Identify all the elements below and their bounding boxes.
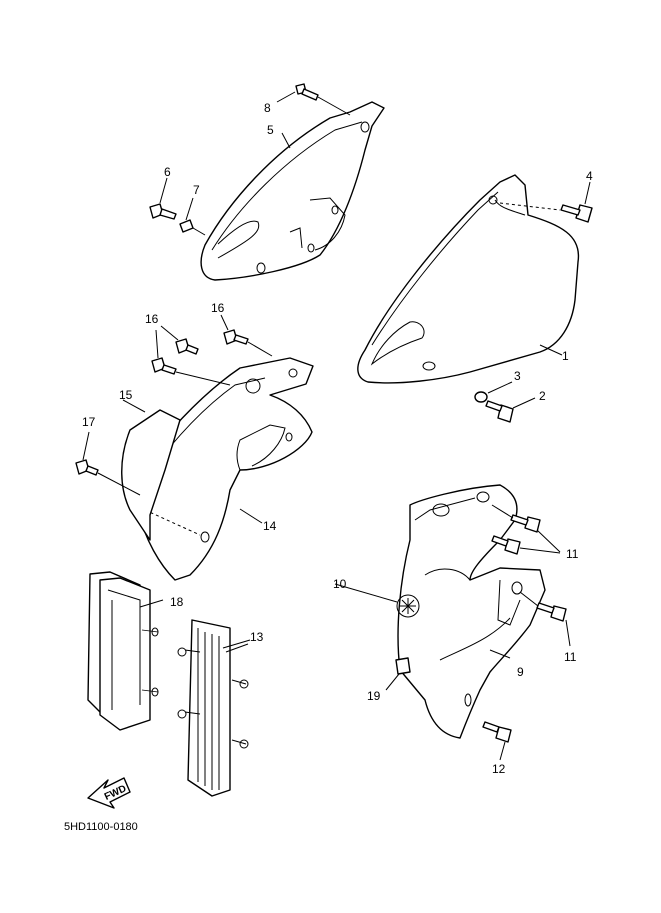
callout-4: 4	[586, 169, 593, 183]
callouts: 1 2 3 4 5 6 7 8 9 10 11 11 12 13 14 15 1…	[82, 101, 593, 776]
part-5-side-cover-upper	[200, 101, 385, 281]
callout-11-upper: 11	[566, 547, 579, 561]
callout-6: 6	[164, 165, 171, 179]
callout-11-lower: 11	[564, 650, 577, 664]
callout-8: 8	[264, 101, 271, 115]
callout-18: 18	[170, 595, 184, 609]
callout-9: 9	[517, 665, 524, 679]
part-3-collar	[474, 381, 513, 403]
callout-13: 13	[250, 630, 264, 644]
callout-19: 19	[367, 689, 381, 703]
part-18-radiator-guard	[87, 571, 164, 731]
part-9-side-cover-lower	[334, 484, 546, 739]
part-1-side-cover	[357, 174, 580, 384]
callout-3: 3	[514, 369, 521, 383]
part-13-radiator-louver	[177, 619, 249, 797]
part-16-bolt-lower	[151, 329, 231, 386]
part-6-bolt	[149, 177, 177, 220]
callout-16-right: 16	[211, 301, 225, 315]
part-12-bolt	[482, 721, 512, 761]
callout-5: 5	[267, 123, 274, 137]
callout-14: 14	[263, 519, 277, 533]
leader-lines	[222, 132, 563, 659]
callout-15: 15	[119, 388, 133, 402]
part-8-bolt	[276, 83, 351, 116]
part-2-bolt	[485, 397, 536, 423]
part-15-scoop-panel	[121, 399, 181, 541]
forward-arrow-icon: FWD	[87, 777, 131, 809]
part-4-bolt	[560, 181, 593, 223]
callout-12: 12	[492, 762, 506, 776]
part-17-bolt	[75, 431, 141, 496]
part-19-clip	[385, 657, 411, 691]
part-11-bolt-upper	[491, 504, 541, 533]
callout-17: 17	[82, 415, 96, 429]
callout-2: 2	[539, 389, 546, 403]
drawing-code: 5HD1100-0180	[64, 821, 138, 833]
part-16-bolt-upper	[220, 314, 273, 357]
callout-16-left: 16	[145, 312, 159, 326]
part-14-radiator-scoop	[137, 357, 314, 581]
callout-10: 10	[333, 577, 347, 591]
part-11-bolt-lower	[519, 591, 571, 647]
part-16-bolt-middle	[160, 325, 199, 355]
callout-7: 7	[193, 183, 200, 197]
part-7-collar	[179, 197, 206, 236]
part-11-bolt-middle	[491, 529, 561, 555]
callout-1: 1	[562, 349, 569, 363]
